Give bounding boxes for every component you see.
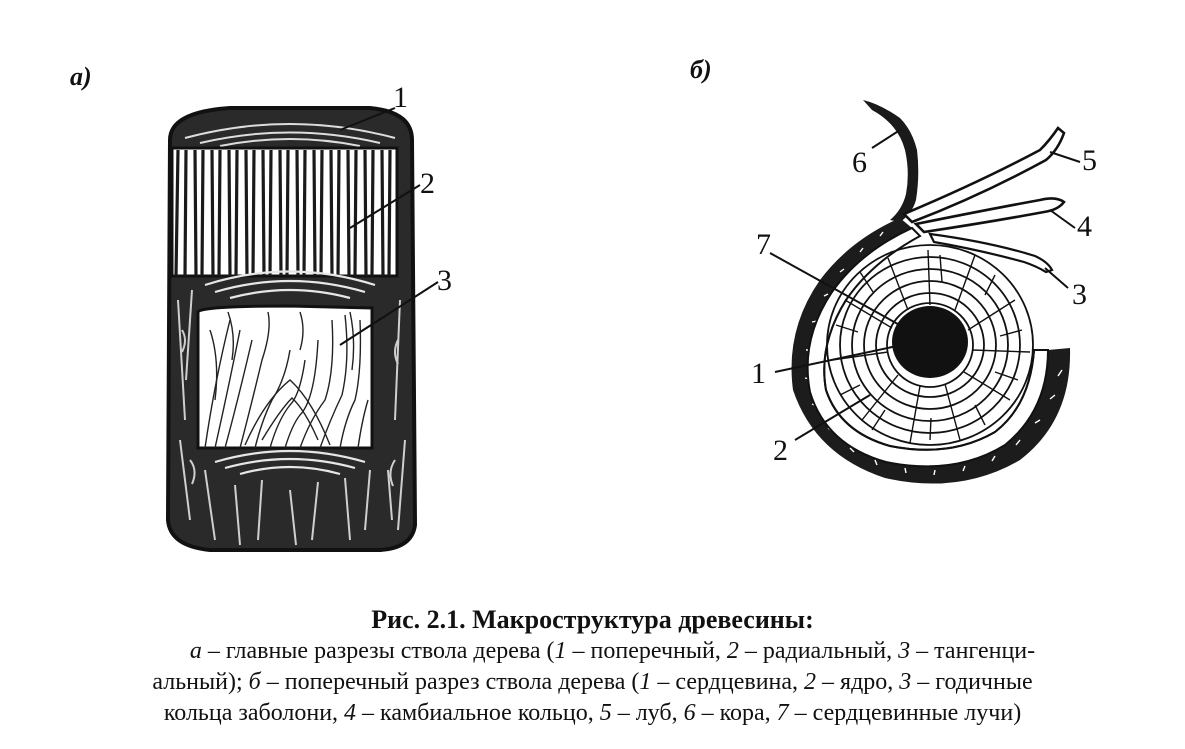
caption-key: 3 (898, 638, 911, 664)
tangential-grain (204, 311, 369, 448)
caption-text: – кора, (695, 700, 777, 726)
caption-key: 1 (639, 669, 652, 695)
caption-key: 1 (554, 638, 567, 664)
caption-text: кольца заболони, (163, 700, 345, 726)
middle-cross-section (204, 270, 376, 300)
caption-text: – радиальный, (738, 638, 899, 664)
bark-texture (177, 289, 406, 546)
caption-text: – поперечный, (566, 638, 727, 664)
caption-text: альный); (152, 669, 249, 695)
panel-a-label: а) (70, 62, 92, 91)
label-a-2: 2 (420, 167, 435, 200)
caption-text: – поперечный разрез ствола дерева ( (260, 669, 640, 695)
label-b-3: 3 (1072, 278, 1087, 311)
caption-key: а (189, 638, 202, 664)
log-drawing (165, 106, 439, 552)
caption-text: – главные разрезы ствола дерева ( (201, 638, 555, 664)
caption-text: – камбиальное кольцо, (356, 700, 600, 726)
caption-text: – тангенци- (910, 638, 1036, 664)
label-b-6: 6 (852, 146, 867, 179)
top-cross-section (184, 123, 396, 147)
cross-section-drawing (769, 100, 1081, 484)
pith (892, 306, 968, 378)
caption-key: 7 (776, 700, 789, 726)
caption-line-2: альный); б – поперечный разрез ствола де… (0, 667, 1185, 698)
caption-body: а – главные разрезы ствола дерева (1 – п… (0, 636, 1185, 729)
label-b-4: 4 (1077, 210, 1092, 243)
bark-strip (863, 100, 919, 222)
caption-key: 5 (599, 700, 612, 726)
caption-key: б (248, 669, 261, 695)
label-a-3: 3 (437, 264, 452, 297)
bast-strip (901, 126, 1066, 224)
sapwood-ring-boundary (823, 299, 1035, 451)
sapwood-strip (928, 232, 1054, 274)
caption-text: – сердцевина, (651, 669, 805, 695)
caption-key: 2 (726, 638, 739, 664)
label-b-2: 2 (773, 434, 788, 467)
caption-text: – годичные (911, 669, 1033, 695)
label-b-7: 7 (756, 228, 771, 261)
leader-lines-a (339, 107, 439, 346)
radial-grain (174, 149, 392, 276)
caption-key: 4 (344, 700, 357, 726)
bottom-cross-section (214, 449, 366, 476)
label-b-1: 1 (751, 357, 766, 390)
wood-macrostructure-figure: а) б) 1 2 3 1 2 3 4 5 6 7 (70, 55, 1097, 552)
medullary-rays (831, 249, 1031, 444)
caption-text: – ядро, (816, 669, 900, 695)
caption-text: – луб, (611, 700, 684, 726)
cambium-strip (913, 197, 1066, 234)
label-a-1: 1 (393, 81, 408, 114)
caption-key: 2 (804, 669, 817, 695)
radial-cut-face (170, 146, 399, 278)
tangential-cut-face (196, 304, 374, 450)
panel-b-label: б) (690, 55, 712, 84)
caption-title: Рис. 2.1. Макроструктура древесины: (371, 605, 814, 634)
caption-key: 3 (899, 669, 912, 695)
figure-caption: Рис. 2.1. Макроструктура древесины: а – … (0, 604, 1185, 729)
caption-key: 6 (683, 700, 696, 726)
caption-text: – сердцевинные лучи) (788, 700, 1022, 726)
leader-lines-b (769, 129, 1081, 441)
caption-line-1: а – главные разрезы ствола дерева (1 – п… (0, 636, 1185, 667)
label-b-5: 5 (1082, 144, 1097, 177)
caption-line-3: кольца заболони, 4 – камбиальное кольцо,… (0, 698, 1185, 729)
